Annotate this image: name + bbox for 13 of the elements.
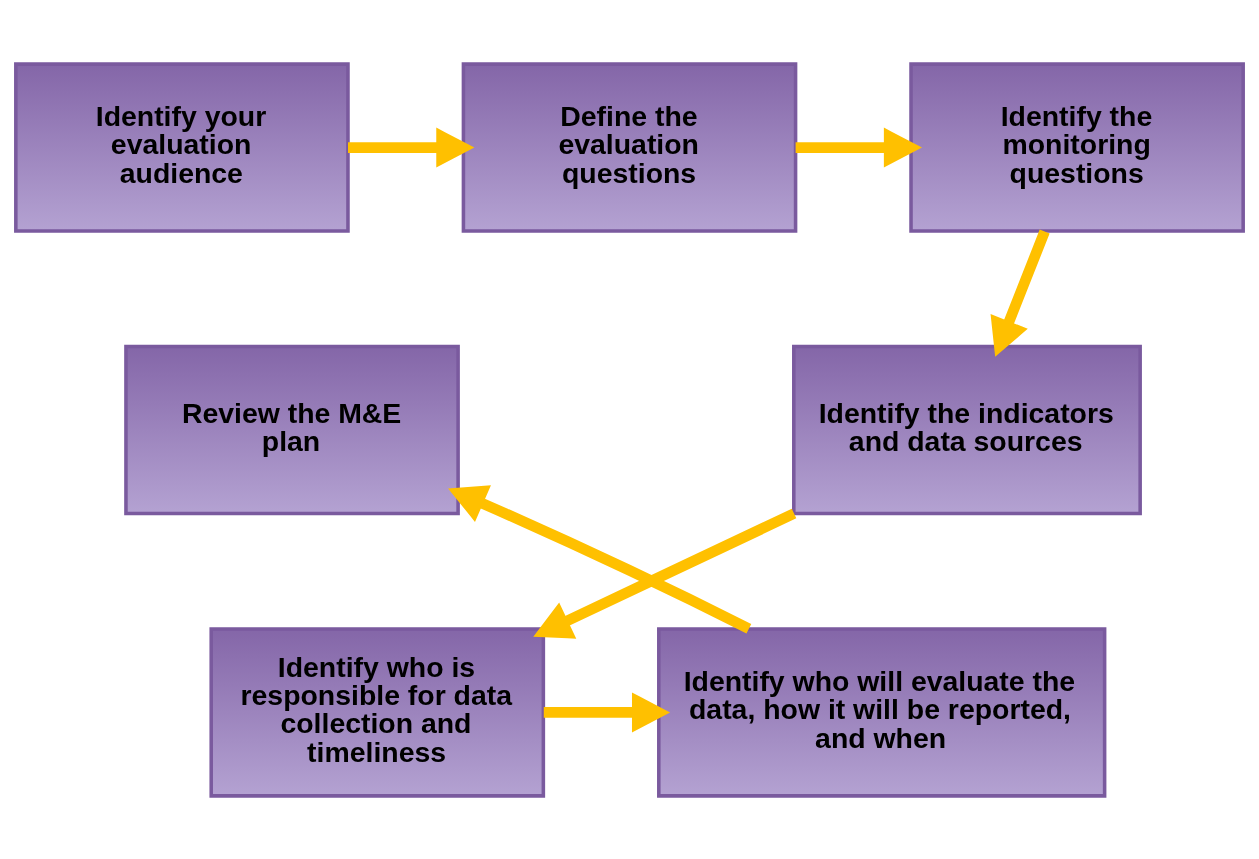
arrow [990, 229, 1050, 357]
node-box: Identify the indicators and data sources [792, 344, 1142, 515]
node-box: Identify your evaluation audience [14, 61, 350, 233]
arrow [448, 484, 752, 633]
node-box: Review the M&E plan [124, 344, 460, 515]
node-box: Identify who will evaluate the data, how it will be reported, and when [657, 626, 1107, 798]
node-box: Identify the monitoring questions [909, 61, 1245, 233]
arrow [533, 508, 797, 639]
arrow [348, 127, 475, 168]
arrow [543, 691, 671, 732]
arrow [795, 127, 922, 168]
node-box: Define the evaluation questions [461, 61, 798, 233]
node-box: Identify who is responsible for data collection and timeliness [209, 626, 546, 798]
